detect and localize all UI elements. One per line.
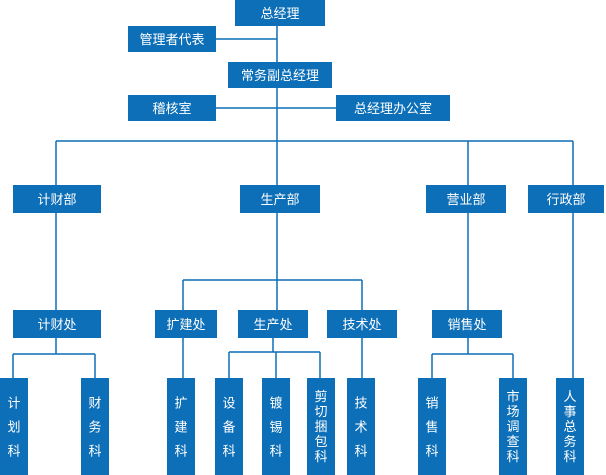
org-node-box [426,185,506,213]
org-node-equipment-section: 设备科 [215,378,243,475]
org-node-label: 扩建科 [174,397,187,460]
org-node-box [128,26,216,52]
org-node-label: 技术处 [342,318,381,333]
org-node-label: 扩建处 [166,318,205,333]
org-node-gm: 总经理 [235,0,325,26]
org-node-label: 总经理办公室 [354,101,432,117]
org-node-label: 镀锡科 [269,396,282,460]
org-node-finance-section: 财务科 [81,378,109,475]
org-node-deputy: 常务副总经理 [228,62,332,88]
org-node-box [235,0,325,26]
org-node-sales-section: 销售科 [418,378,446,475]
org-node-plan-section: 计划科 [0,378,28,475]
org-node-label: 生产部 [260,193,299,208]
org-node-box [327,310,397,338]
org-node-tech-office: 技术处 [327,310,397,338]
org-node-box [307,378,335,475]
org-node-rep: 管理者代表 [128,26,216,52]
org-node-box [336,95,450,121]
org-node-finance-office: 计财处 [13,310,101,338]
org-node-box [262,378,290,475]
org-node-box [528,185,604,213]
org-node-gm-office: 总经理办公室 [336,95,450,121]
org-node-label: 技术科 [354,397,367,460]
org-node-label: 人事总务科 [563,390,576,465]
org-node-box [13,310,101,338]
org-node-label: 管理者代表 [139,33,204,48]
org-node-label: 计财部 [37,193,76,208]
org-node-tech-section: 技术科 [347,378,375,475]
org-node-box [128,95,216,121]
org-node-box [240,185,320,213]
org-node-label: 剪切捆包科 [314,389,327,465]
org-node-box [418,378,446,475]
org-node-cut-pack-section: 剪切捆包科 [307,378,335,475]
org-node-label: 销售科 [425,397,438,460]
org-node-box [347,378,375,475]
org-node-label: 常务副总经理 [241,68,319,84]
org-node-sales-dept: 营业部 [426,185,506,213]
org-node-box [215,378,243,475]
org-node-box [0,378,28,475]
org-node-label: 行政部 [546,193,585,208]
org-node-admin-dept: 行政部 [528,185,604,213]
org-node-expansion-section: 扩建科 [167,378,195,475]
org-node-label: 市场调查科 [506,389,519,465]
org-node-box [167,378,195,475]
org-node-market-section: 市场调查科 [499,378,527,475]
org-node-production-dept: 生产部 [240,185,320,213]
org-node-box [81,378,109,475]
org-node-plating-section: 镀锡科 [262,378,290,475]
org-node-box [228,62,332,88]
org-node-label: 设备科 [222,397,235,460]
org-node-box [13,185,101,213]
org-node-production-office: 生产处 [238,310,308,338]
org-node-label: 生产处 [253,318,292,333]
org-node-box [238,310,308,338]
org-node-audit: 稽核室 [128,95,216,121]
org-node-box [432,310,502,338]
org-node-label: 计财处 [37,318,76,333]
org-node-box [499,378,527,475]
org-node-box [556,378,584,475]
org-node-finance-dept: 计财部 [13,185,101,213]
org-node-expansion-office: 扩建处 [155,310,217,338]
org-node-label: 营业部 [446,193,485,208]
org-node-label: 财务科 [88,397,101,460]
org-node-box [155,310,217,338]
org-node-label: 销售处 [447,317,486,333]
org-node-label: 总经理 [260,7,299,22]
org-node-label: 稽核室 [152,101,191,117]
org-node-sales-office: 销售处 [432,310,502,338]
org-node-label: 计划科 [7,397,20,460]
org-node-hr-section: 人事总务科 [556,378,584,475]
